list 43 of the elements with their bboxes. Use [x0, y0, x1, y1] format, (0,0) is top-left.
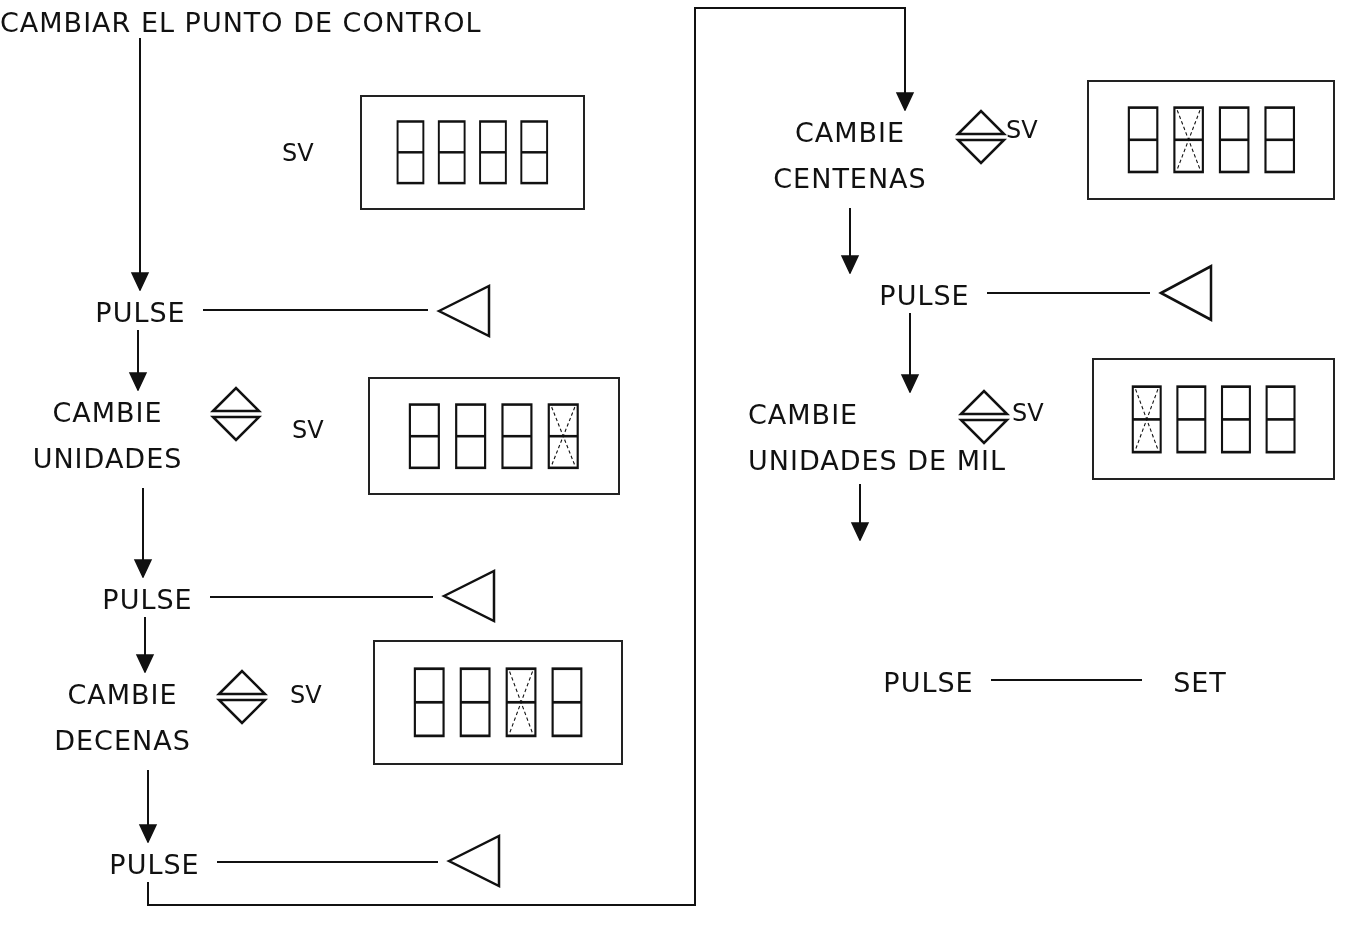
display-panel [1087, 80, 1335, 200]
step-text: PULSE [95, 296, 186, 330]
sv-label: SV [1012, 398, 1044, 428]
triangle-key [1158, 263, 1214, 323]
sv-label: SV [290, 680, 322, 710]
display-panel [368, 377, 620, 495]
step-text: CAMBIE [52, 396, 163, 430]
triangle-key [441, 568, 497, 624]
step-text: CAMBIE [67, 678, 178, 712]
step-text: UNIDADES DE MIL [748, 444, 1006, 478]
display-panel [373, 640, 623, 765]
step-text: PULSE [102, 583, 193, 617]
triangle-key [436, 283, 492, 339]
step-text: CENTENAS [773, 162, 927, 196]
flow-arrow [131, 37, 149, 291]
flow-arrow [901, 312, 919, 393]
step-text: UNIDADES [32, 442, 183, 476]
step-text: CAMBIE [794, 116, 906, 150]
step-text: DECENAS [54, 724, 191, 758]
sv-label: SV [282, 138, 314, 168]
step-text: SET [1173, 666, 1227, 700]
connector-line [202, 309, 429, 311]
triangle-key [446, 833, 502, 889]
connector-line [986, 292, 1151, 294]
display-panel [1092, 358, 1335, 480]
display-panel [360, 95, 585, 210]
flow-arrow [147, 7, 914, 906]
flow-arrow [129, 329, 147, 391]
step-text: PULSE [109, 848, 200, 882]
step-text: CAMBIE [748, 398, 859, 432]
sv-label: SV [1006, 115, 1038, 145]
connector-line [990, 679, 1143, 681]
step-text: PULSE [879, 279, 970, 313]
flow-arrow [134, 487, 152, 578]
step-text: PULSE [883, 666, 974, 700]
flow-arrow [841, 207, 859, 274]
flow-arrow [136, 616, 154, 673]
connector-line [209, 596, 434, 598]
heading-text: CAMBIAR EL PUNTO DE CONTROL [0, 6, 482, 40]
connector-line [216, 861, 439, 863]
flow-arrow [139, 769, 157, 843]
sv-label: SV [292, 415, 324, 445]
flow-arrow [851, 483, 869, 541]
